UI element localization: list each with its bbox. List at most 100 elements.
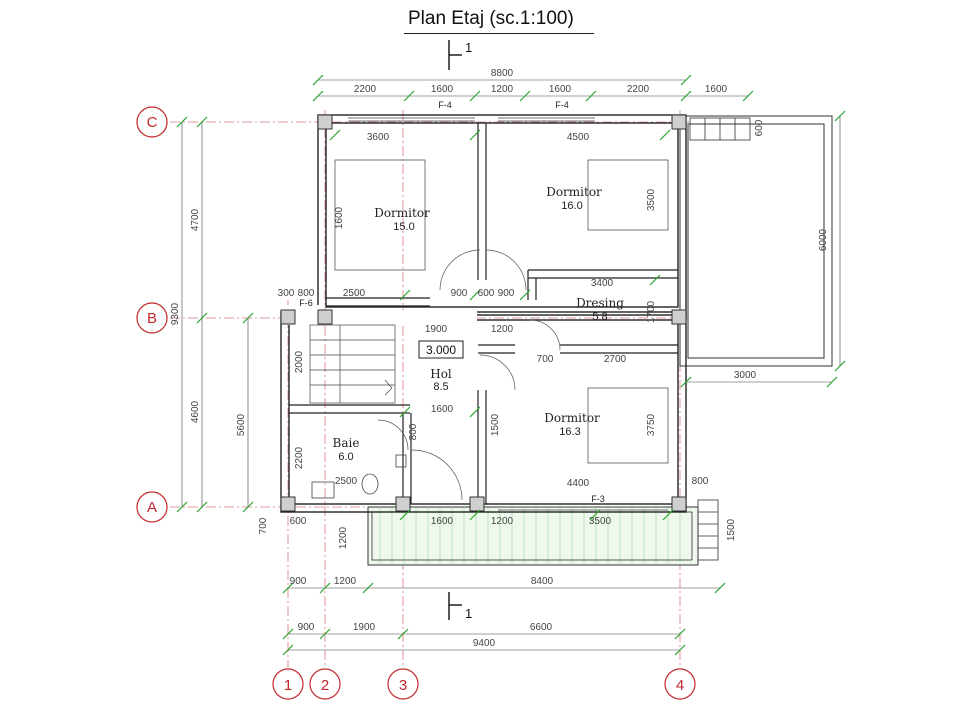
dim-top-2: 1600 [431,84,454,95]
dim-left-total: 9300 [170,302,181,325]
interior-walls [289,123,678,504]
dim-room-21: 2000 [294,350,305,373]
dim-room-25: 800 [692,476,709,487]
dim-room-16: 2700 [604,354,627,365]
room-name-bedroom-3: Dormitor [544,411,600,425]
front-balcony [367,506,699,566]
dim-room-20: 800 [408,423,419,440]
axis-label-3: 3 [399,677,407,694]
room-name-bathroom: Baie [333,436,360,450]
room-name-dressing: Dresing [576,296,624,310]
room-area-dressing: 5.8 [592,311,607,323]
level-value: 3.000 [426,343,456,357]
dim-room-29: 1200 [338,526,349,549]
dim-bottom-1: 900 [290,576,307,587]
dim-room-22: 2200 [294,446,305,469]
dim-room-27: 1200 [491,516,514,527]
axis-row-c: C [136,106,168,138]
window-tags: F-4 F-4 F-6 F-3 [299,100,605,504]
dim-room-2: 4500 [567,132,590,143]
dim-axis-2: 1900 [353,622,376,633]
dim-room-17: 3750 [646,413,657,436]
axis-row-b: B [136,302,168,334]
section-mark-bottom [448,592,462,620]
dim-room-12: 1700 [646,300,657,323]
dim-room-15: 700 [537,354,554,365]
dim-room-33: 1600 [334,206,345,229]
windows [348,117,668,511]
section-label-top: 1 [465,40,472,55]
dim-axis-total: 9400 [473,638,496,649]
dim-room-26: 1600 [431,516,454,527]
axis-col-2: 2 [309,668,341,700]
window-tag-f4-a: F-4 [438,100,452,110]
door-swings [377,249,561,501]
dim-left-upper: 4700 [190,208,201,231]
dim-room-19: 1500 [490,413,501,436]
room-area-bedroom-2: 16.0 [561,200,582,212]
level-marker: 3.000 [418,340,464,359]
axis-label-b: B [147,310,157,327]
window-tag-f4-b: F-4 [555,100,569,110]
external-steps [697,499,719,561]
room-area-bedroom-1: 15.0 [393,221,414,233]
dim-axis-1: 900 [298,622,315,633]
staircase [309,324,396,404]
axis-label-2: 2 [321,677,329,694]
dim-terrace-height: 6000 [818,228,829,251]
window-tag-f3: F-3 [591,494,605,504]
axis-col-3: 3 [387,668,419,700]
dim-terrace-width: 3000 [734,370,757,381]
dimension-texts: 8800 2200 1600 1200 1600 2200 1600 900 1… [170,68,829,649]
room-name-hall: Hol [430,367,452,381]
dim-top-total: 8800 [491,68,514,79]
structural-columns [280,114,687,512]
drawing-title: Plan Etaj (sc.1:100) [408,8,574,29]
dim-room-7: 600 [478,288,495,299]
section-mark-top [448,40,462,70]
dim-room-18: 1600 [431,404,454,415]
dim-top-3: 1200 [491,84,514,95]
axis-label-4: 4 [676,677,684,694]
dim-room-14: 1200 [491,324,514,335]
room-name-bedroom-1: Dormitor [374,206,430,220]
axis-label-1: 1 [284,677,292,694]
dim-room-1: 3600 [367,132,390,143]
room-area-bathroom: 6.0 [338,451,353,463]
dim-axis-3: 6600 [530,622,553,633]
axis-label-c: C [147,114,158,131]
room-area-hall: 8.5 [433,381,448,393]
dim-room-10: 800 [298,288,315,299]
dim-room-31: 700 [258,517,269,534]
section-label-bottom: 1 [465,606,472,621]
dim-top-1: 2200 [354,84,377,95]
dim-top-4: 1600 [549,84,572,95]
title-underline [404,33,594,34]
room-labels: Dormitor 15.0 Dormitor 16.0 Dresing 5.8 … [333,185,625,463]
dim-room-13: 1900 [425,324,448,335]
room-area-bedroom-3: 16.3 [559,426,580,438]
axis-label-a: A [147,499,157,516]
furniture-beds [334,159,669,464]
terrace-outline [679,115,833,367]
dim-room-9: 300 [278,288,295,299]
dim-room-5: 2500 [343,288,366,299]
dim-left-inner: 5600 [236,413,247,436]
dim-room-6: 900 [451,288,468,299]
dim-room-3: 4400 [567,478,590,489]
dim-room-32: 600 [290,516,307,527]
dim-room-34: 600 [754,119,765,136]
dim-room-8: 900 [498,288,515,299]
window-tag-f6: F-6 [299,298,313,308]
axis-col-1: 1 [272,668,304,700]
dim-bottom-2: 1200 [334,576,357,587]
dim-top-5: 2200 [627,84,650,95]
axis-row-a: A [136,491,168,523]
dim-room-11: 3400 [591,278,614,289]
dim-room-4: 3500 [646,188,657,211]
terrace-steps [689,117,751,141]
bathroom-fixtures [311,454,407,499]
dim-room-30: 1500 [726,518,737,541]
axis-col-4: 4 [664,668,696,700]
